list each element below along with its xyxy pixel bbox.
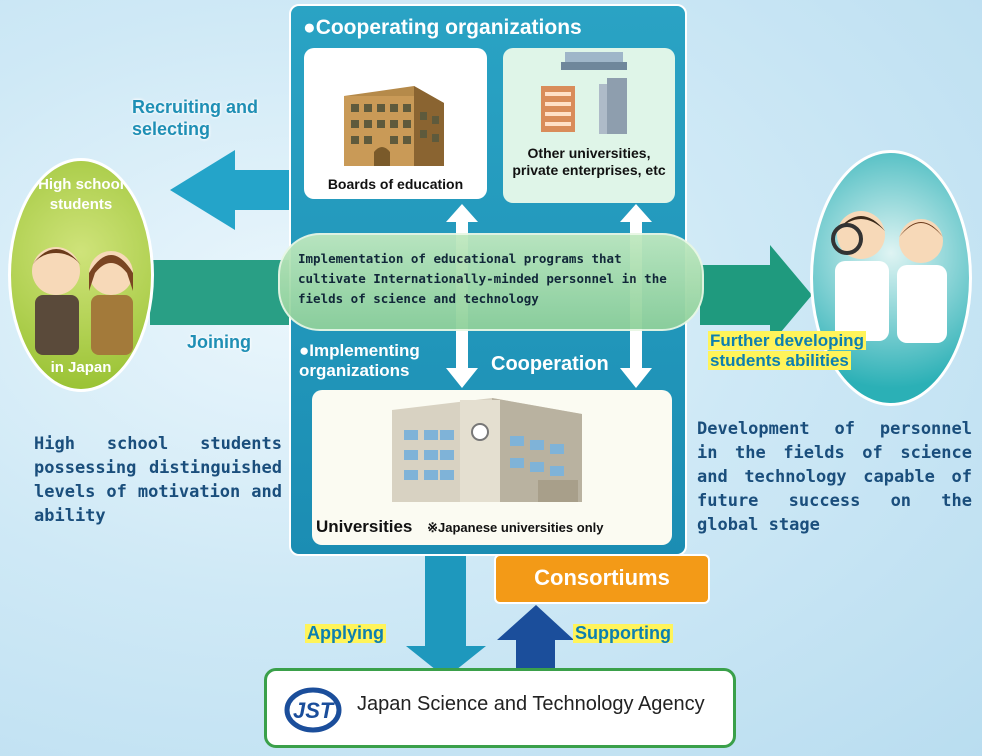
applying-label: Applying (305, 623, 386, 643)
jst-logo-text: JST (293, 698, 335, 723)
boards-box: Boards of education (304, 48, 487, 199)
other-orgs-box: Other universities, private enterprises,… (503, 48, 675, 203)
buildings-icon (541, 52, 627, 134)
further-label: Further developing students abilities (706, 331, 888, 371)
further-label-text: Further developing students abilities (708, 331, 866, 370)
supporting-label: Supporting (573, 623, 673, 643)
joining-arrow (150, 260, 300, 325)
graduates-circle (810, 150, 972, 406)
right-description: Development of personnel in the fields o… (697, 419, 972, 535)
program-text: Implementation of educational programs t… (298, 251, 667, 306)
implementing-heading: ●Implementing organizations (299, 341, 420, 380)
program-box: Implementation of educational programs t… (278, 233, 704, 331)
jst-logo-icon: JST (284, 687, 342, 733)
cooperation-label: Cooperation (491, 353, 609, 375)
bullet-icon: ● (299, 341, 310, 360)
supporting-arrow (497, 605, 574, 670)
university-icon (392, 398, 582, 502)
cooperating-heading: ●Cooperating organizations (303, 16, 582, 39)
universities-label: Universities ※Japanese universities only (316, 517, 604, 536)
universities-box: Universities ※Japanese universities only (312, 390, 672, 545)
boards-label: Boards of education (327, 176, 464, 192)
applying-arrow (406, 556, 486, 678)
building-icon (344, 86, 444, 166)
circle-bottom-label: in Japan (50, 359, 112, 376)
students-icon (32, 247, 133, 355)
researchers-icon (831, 211, 947, 343)
output-arrow (700, 245, 812, 345)
left-description: High school students possessing distingu… (34, 434, 282, 526)
students-circle: High school students in Japan (8, 158, 154, 392)
jst-box: JST Japan Science and Technology Agency (264, 668, 736, 748)
bullet-icon: ● (303, 16, 316, 39)
recruiting-label: Recruiting and selecting (132, 97, 259, 139)
consortiums-box: Consortiums (494, 554, 710, 604)
circle-top-label: High school students (38, 176, 124, 213)
joining-label: Joining (187, 332, 251, 352)
jst-name: Japan Science and Technology Agency (357, 693, 705, 715)
other-orgs-label: Other universities, private enterprises,… (512, 145, 666, 178)
recruiting-arrow (170, 150, 300, 230)
universities-note: ※Japanese universities only (427, 520, 604, 535)
